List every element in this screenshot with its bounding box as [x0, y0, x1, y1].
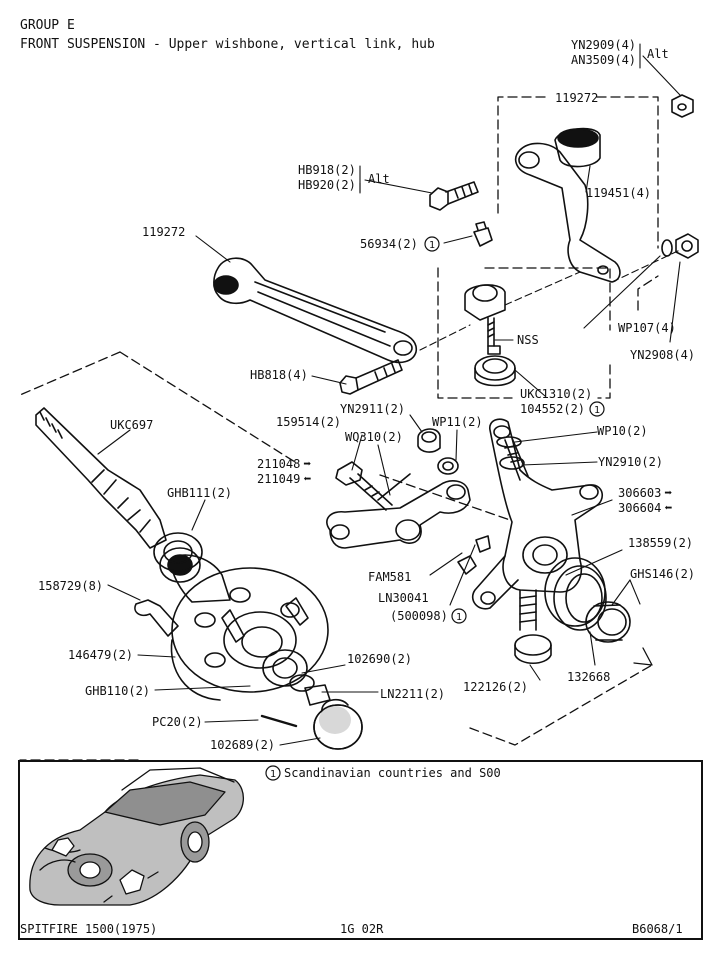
arrow-left-icon: ⬅ — [303, 472, 312, 487]
circle-marker-digits: 1 1 1 1 — [270, 240, 600, 780]
label-104552: 104552(2) — [520, 402, 586, 416]
label-211048-text: 211048 — [257, 457, 301, 471]
label-yn2910: YN2910(2) — [598, 455, 664, 469]
circle-marker-1b: 1 — [594, 405, 600, 416]
footer-panel — [18, 760, 703, 940]
label-yn2911: YN2911(2) — [340, 402, 406, 416]
label-158729: 158729(8) — [38, 579, 104, 593]
inner-bearing — [153, 532, 203, 572]
hub-flange — [134, 547, 329, 701]
label-nss: NSS — [517, 333, 539, 347]
plate-code: 1G 02R — [340, 922, 384, 936]
label-306603-text: 306603 — [618, 486, 662, 500]
label-ukc697: UKC697 — [110, 418, 154, 432]
label-138559: 138559(2) — [628, 536, 694, 550]
circle-marker-1c: 1 — [456, 612, 462, 623]
insertion-arrow — [633, 647, 653, 666]
label-ln2211: LN2211(2) — [380, 687, 446, 701]
label-wp11: WP11(2) — [432, 415, 483, 429]
arrow-right-icon: ➡ — [664, 486, 673, 501]
upper-wishbone-arm-right — [514, 127, 621, 283]
label-an3509: AN3509(4) — [571, 53, 637, 67]
label-fam581: FAM581 — [368, 570, 412, 584]
arrow-right-icon: ➡ — [303, 457, 312, 472]
nuts-top-right — [611, 94, 699, 283]
page-title: FRONT SUSPENSION - Upper wishbone, verti… — [20, 37, 435, 52]
label-211048: 211048➡ — [257, 457, 311, 472]
label-wp10: WP10(2) — [597, 424, 648, 438]
label-hb920: HB920(2) — [298, 178, 356, 192]
label-wq310: WQ310(2) — [345, 430, 403, 444]
label-500098: (500098) — [390, 609, 448, 623]
label-306604-text: 306604 — [618, 501, 662, 515]
car-illustration — [29, 767, 244, 906]
leader-lines — [97, 55, 681, 746]
stub-axle — [35, 407, 167, 549]
bolt-hb818 — [339, 359, 403, 395]
label-119451: 119451(4) — [586, 186, 652, 200]
vertical-link — [471, 418, 603, 610]
label-306603: 306603➡ — [618, 486, 672, 501]
label-146479: 146479(2) — [68, 648, 134, 662]
grease-nipple-lower — [457, 535, 491, 575]
model-label: SPITFIRE 1500(1975) — [20, 922, 158, 936]
label-159514: 159514(2) — [276, 415, 342, 429]
label-102690: 102690(2) — [347, 652, 413, 666]
ball-joint — [419, 271, 581, 387]
arrow-left-icon: ⬅ — [664, 501, 673, 516]
group-heading: GROUP E — [20, 18, 75, 33]
label-132668: 132668 — [567, 670, 611, 684]
label-alt-mid: Alt — [368, 172, 390, 186]
label-56934: 56934(2) — [360, 237, 418, 251]
label-ln30041: LN30041 — [378, 591, 429, 605]
label-alt-top: Alt — [647, 47, 669, 61]
upper-wishbone-arm — [213, 257, 418, 364]
label-122126: 122126(2) — [463, 680, 529, 694]
label-ghs146: GHS146(2) — [630, 567, 696, 581]
label-102689: 102689(2) — [210, 738, 276, 752]
label-yn2908: YN2908(4) — [630, 348, 696, 362]
grease-nipple — [473, 221, 493, 247]
label-wp107: WP107(4) — [618, 321, 676, 335]
trunnion-seals — [514, 557, 631, 665]
label-306604: 306604⬅ — [618, 501, 672, 516]
label-hb818: HB818(4) — [250, 368, 308, 382]
circle-marker-1a: 1 — [429, 240, 435, 251]
circle-marker-1d: 1 — [270, 769, 276, 780]
label-211049: 211049⬅ — [257, 472, 311, 487]
lower-link-arm — [326, 428, 471, 549]
label-ghb111: GHB111(2) — [167, 486, 233, 500]
label-ghb110: GHB110(2) — [85, 684, 151, 698]
outer-bearing-cap — [260, 649, 363, 750]
circle-markers — [265, 236, 605, 781]
label-211049-text: 211049 — [257, 472, 301, 486]
bolt-hb918 — [429, 181, 479, 211]
label-hb918: HB918(2) — [298, 163, 356, 177]
label-119272-left: 119272 — [142, 225, 186, 239]
label-pc20: PC20(2) — [152, 715, 203, 729]
footnote-text: Scandinavian countries and S00 — [284, 766, 501, 780]
label-yn2909: YN2909(4) — [571, 38, 637, 52]
label-top-frame: 119272 — [555, 91, 599, 105]
reference-number: B6068/1 — [632, 922, 683, 936]
label-ukc1310: UKC1310(2) — [520, 387, 593, 401]
